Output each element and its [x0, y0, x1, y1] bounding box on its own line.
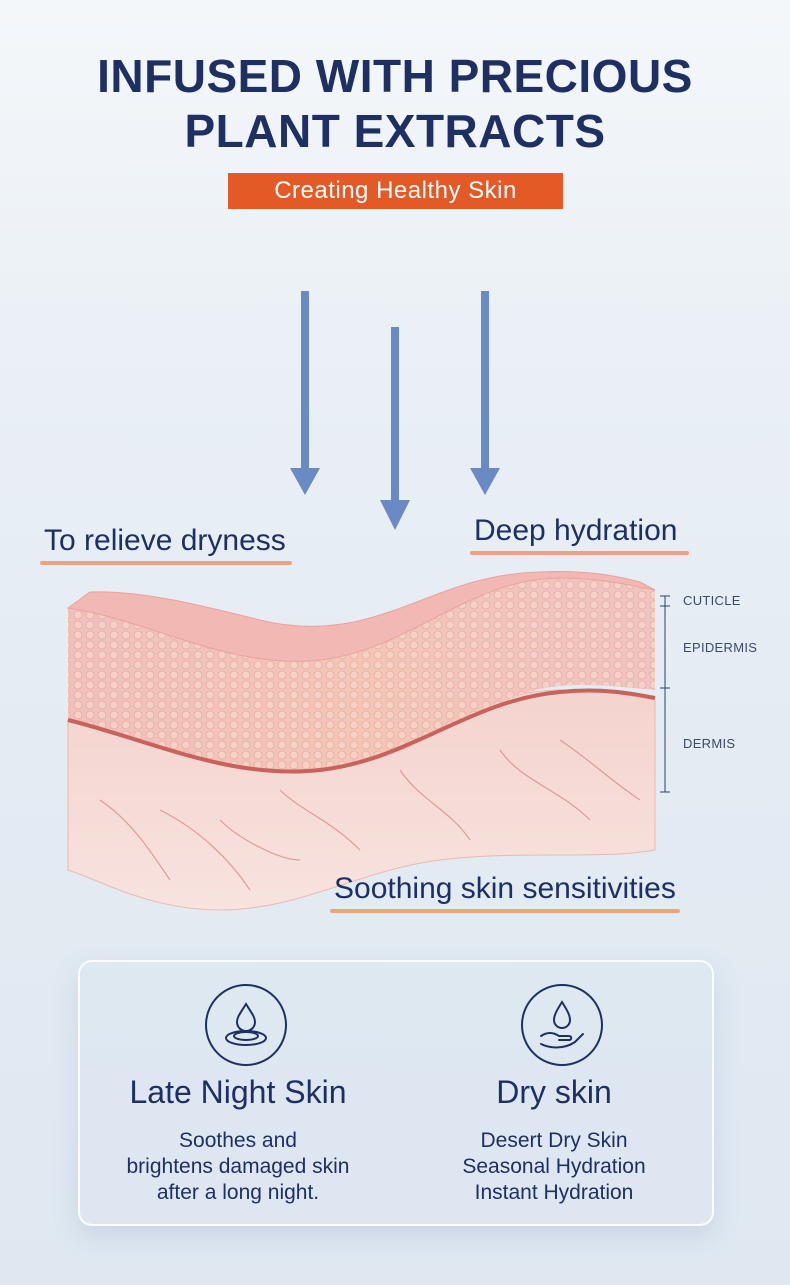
benefit-line: after a long night.	[156, 1181, 320, 1204]
down-arrow-left-icon	[290, 291, 320, 495]
callout-soothing: Soothing skin sensitivities	[330, 871, 680, 913]
water-drop-hand-icon	[521, 984, 603, 1066]
down-arrows	[290, 291, 500, 530]
benefit-description: Desert Dry Skin Seasonal Hydration Insta…	[396, 1128, 712, 1206]
benefit-line: Soothes and	[179, 1129, 297, 1152]
benefit-line: Instant Hydration	[474, 1181, 634, 1204]
benefit-line: brightens damaged skin	[126, 1155, 350, 1178]
benefit-dry-skin: Dry skin Desert Dry Skin Seasonal Hydrat…	[396, 962, 712, 1224]
benefit-line: Desert Dry Skin	[480, 1129, 628, 1152]
subtitle-badge: Creating Healthy Skin	[228, 173, 563, 209]
benefit-description: Soothes and brightens damaged skin after…	[80, 1128, 396, 1206]
benefit-late-night-skin: Late Night Skin Soothes and brightens da…	[80, 962, 396, 1224]
benefit-title: Late Night Skin	[129, 1074, 347, 1110]
benefit-title: Dry skin	[496, 1074, 612, 1110]
callout-relieve-dryness: To relieve dryness	[40, 523, 292, 565]
benefits-card: Late Night Skin Soothes and brightens da…	[78, 960, 714, 1226]
down-arrow-right-icon	[470, 291, 500, 495]
benefit-line: Seasonal Hydration	[462, 1155, 646, 1178]
down-arrow-center-icon	[380, 327, 410, 530]
layer-label-epidermis: EPIDERMIS	[683, 640, 758, 655]
page-title-line-2: PLANT EXTRACTS	[184, 105, 606, 157]
layer-label-cuticle: CUTICLE	[683, 593, 741, 608]
layer-label-dermis: DERMIS	[683, 736, 736, 751]
water-drop-ripple-icon	[205, 984, 287, 1066]
callout-deep-hydration: Deep hydration	[470, 513, 690, 555]
skin-layers-illustration	[66, 570, 670, 911]
page-title-line-1: INFUSED WITH PRECIOUS	[97, 50, 693, 102]
